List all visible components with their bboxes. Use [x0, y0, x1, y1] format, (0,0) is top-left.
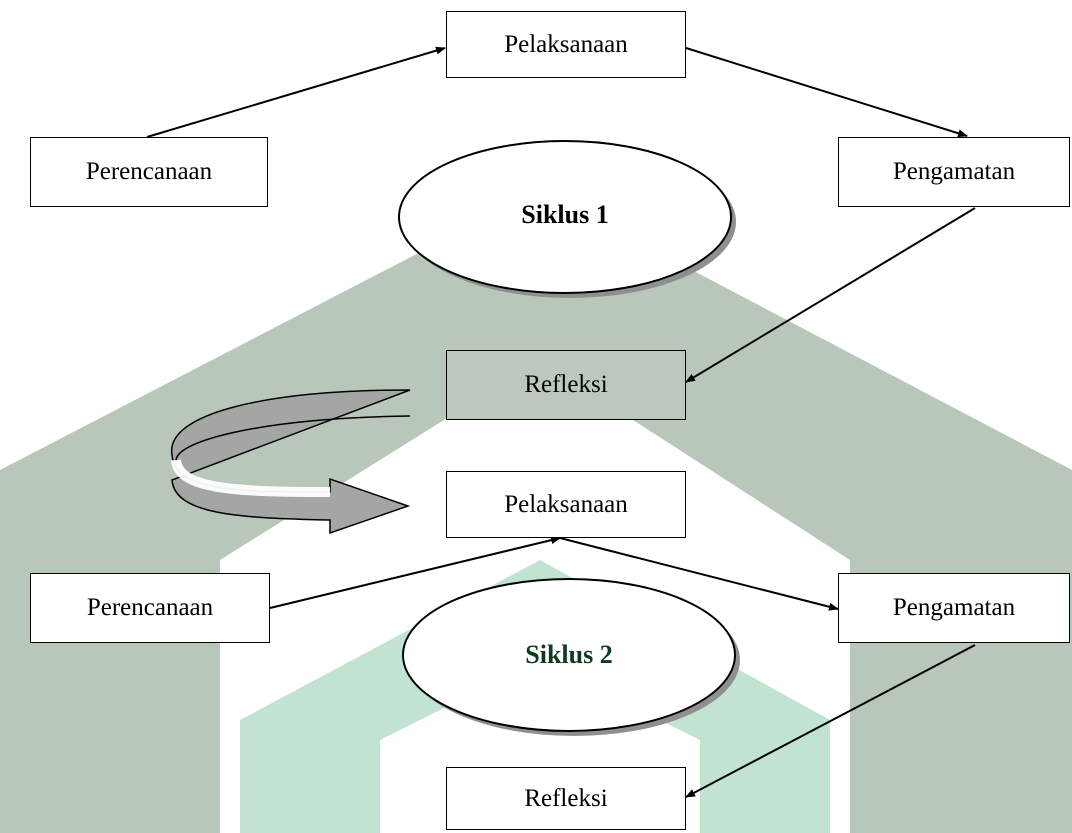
arrow-c1-observation-to-reflection [685, 207, 976, 383]
arrow-c1-implementation-to-observation [685, 47, 968, 138]
cycle2-title: Siklus 2 [525, 640, 613, 669]
c1-reflection-box: Refleksi [446, 350, 686, 420]
cycle1-title: Siklus 1 [521, 200, 609, 229]
c2-implementation-box: Pelaksanaan [446, 471, 686, 538]
curved-arrow-inner-edge [175, 415, 411, 461]
arrow-c1-planning-to-implementation [146, 46, 446, 138]
cycle-transition-curved-arrow [171, 389, 411, 535]
cycle1-ellipse [398, 140, 732, 294]
c2-reflection-box: Refleksi [446, 767, 686, 830]
c1-observation-box: Pengamatan [838, 137, 1070, 207]
c2-planning-box: Perencanaan [30, 573, 270, 643]
c2-observation-box: Pengamatan [838, 573, 1070, 643]
arrow-c2-planning-to-implementation [269, 536, 561, 609]
cycle2-ellipse [402, 578, 736, 732]
watermark-outer-arch [0, 190, 1072, 833]
c1-implementation-box: Pelaksanaan [446, 11, 686, 78]
c1-planning-box: Perencanaan [30, 137, 268, 207]
arrow-c2-implementation-to-observation [559, 537, 839, 611]
curved-arrow-highlight [171, 458, 331, 497]
arrow-c2-observation-to-reflection [685, 644, 976, 798]
